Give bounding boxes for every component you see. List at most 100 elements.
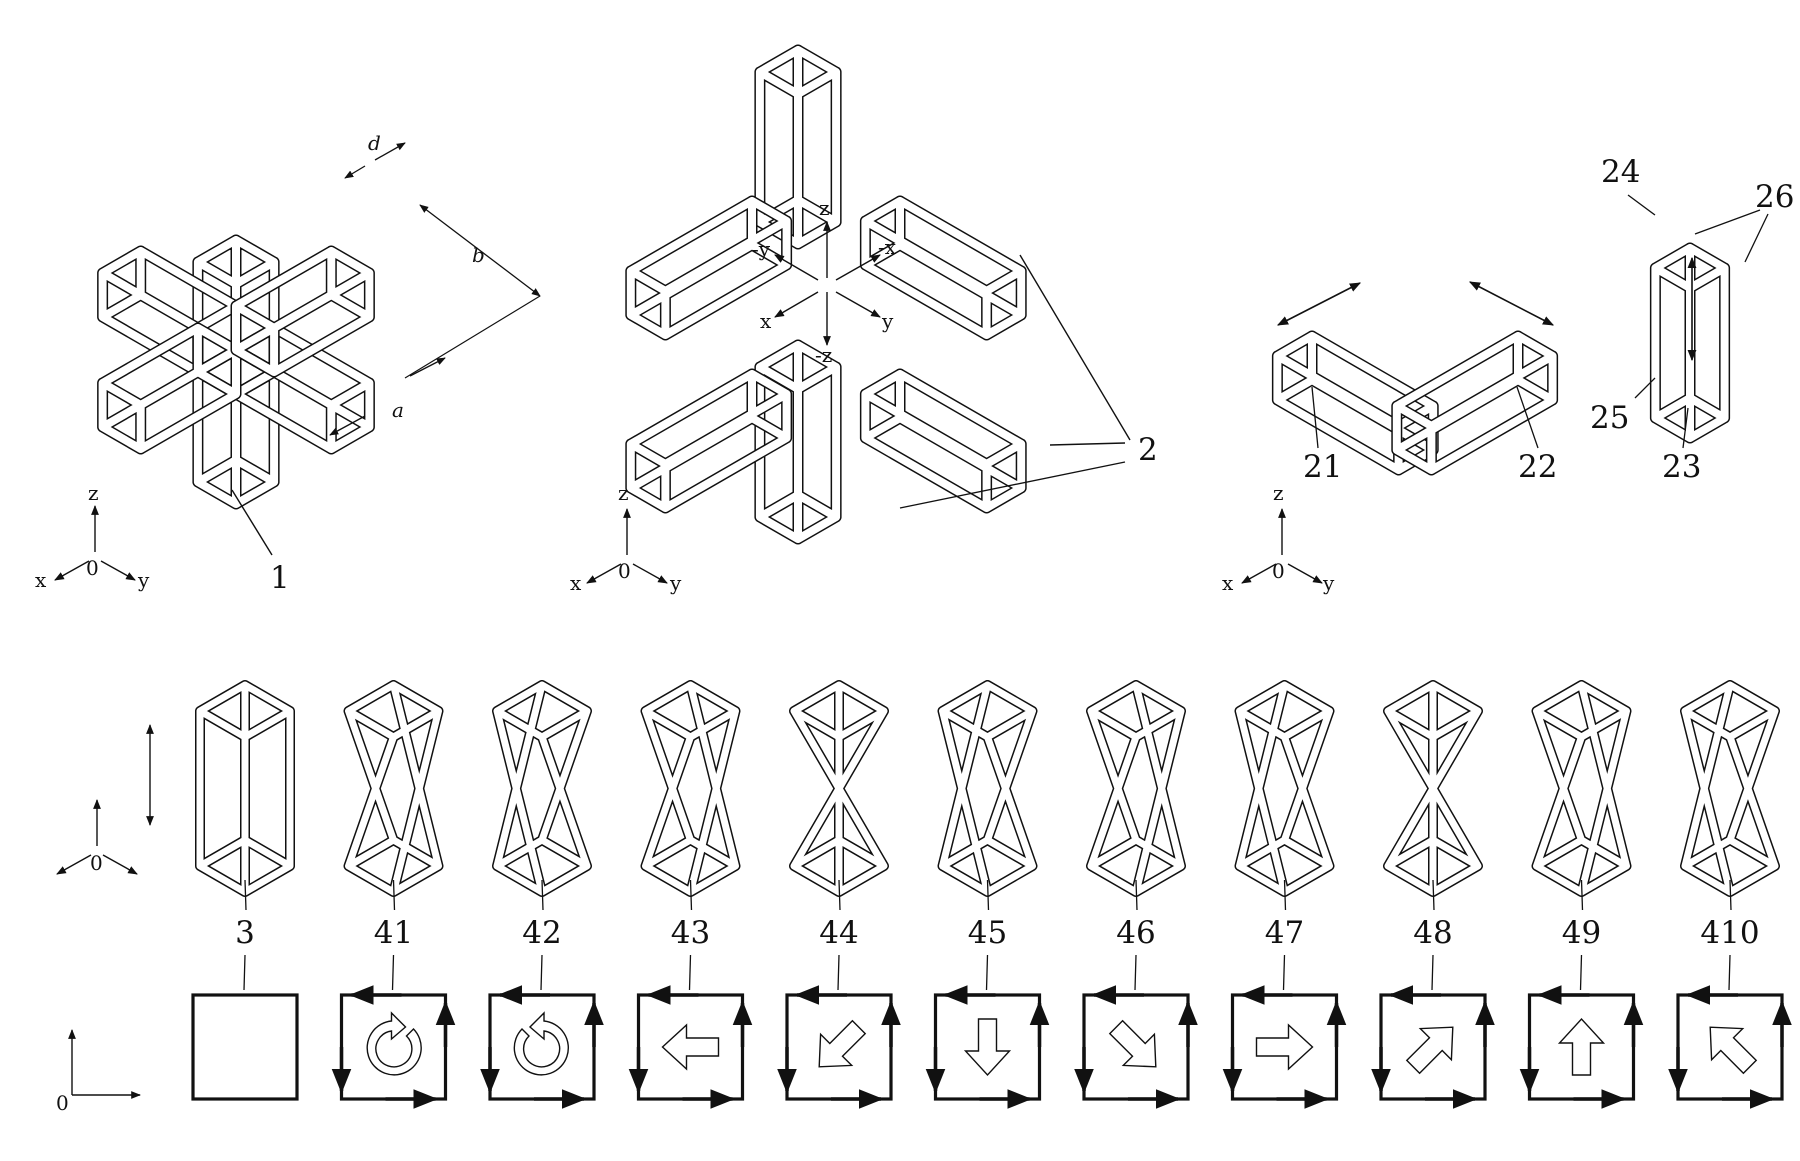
- axis-label-z-center: z: [819, 196, 830, 220]
- arrow-down-right-icon: [1110, 1021, 1156, 1067]
- cell-leader-bottom-42: [541, 955, 542, 990]
- twisted-cell-row: [200, 685, 1775, 892]
- cell-label-45: 45: [968, 915, 1007, 951]
- rotate-ccw-arrow-icon: [367, 1013, 421, 1075]
- direction-square-46: [1084, 995, 1188, 1099]
- dimension-b: b: [405, 205, 540, 378]
- direction-square-49: [1530, 995, 1634, 1099]
- cell-leader-bottom-48: [1432, 955, 1433, 990]
- cell-label-row: 3 41 42 43 44 45 46 47 48 49 410: [235, 880, 1759, 990]
- axis-label-neg-y: -y: [752, 237, 771, 261]
- cell-label-44: 44: [819, 915, 858, 951]
- twisted-cell-49: [1537, 685, 1627, 892]
- axis-label-y-3: y: [1322, 571, 1335, 595]
- dim-label-b: b: [472, 243, 485, 267]
- twisted-cell-410: [1685, 685, 1775, 892]
- unit-cell-assembly: [103, 240, 370, 504]
- label-26: 26: [1755, 179, 1794, 215]
- direction-square-41: [342, 995, 446, 1099]
- box-arrows: [1278, 258, 1692, 360]
- label-25: 25: [1590, 400, 1629, 436]
- cell-label-41: 41: [374, 915, 413, 951]
- twisted-cell-3: [200, 685, 290, 892]
- cell-label-42: 42: [522, 915, 561, 951]
- arrow-up-right-icon: [1407, 1027, 1453, 1073]
- axis-label-x-2: x: [570, 571, 582, 595]
- label-22: 22: [1518, 449, 1557, 485]
- cell-label-43: 43: [671, 915, 710, 951]
- cell-label-410: 410: [1700, 915, 1759, 951]
- direction-square-47: [1233, 995, 1337, 1099]
- twisted-cell-43: [646, 685, 736, 892]
- label-24: 24: [1601, 154, 1640, 190]
- direction-square-45: [936, 995, 1040, 1099]
- dim-label-a: a: [392, 398, 404, 422]
- twisted-cell-45: [943, 685, 1033, 892]
- direction-square-410: [1678, 995, 1782, 1099]
- arrow-down-left-icon: [819, 1021, 865, 1067]
- label-2: 2: [1138, 432, 1158, 468]
- dimension-d: d: [345, 131, 405, 178]
- dim-label-d: d: [368, 131, 381, 155]
- axis-label-neg-z: -z: [815, 343, 832, 367]
- axis-label-y-1: y: [137, 568, 150, 592]
- cell-leader-bottom-47: [1284, 955, 1285, 990]
- cell-label-3: 3: [235, 915, 255, 951]
- label-1: 1: [270, 560, 290, 596]
- axis-label-origin-1: 0: [86, 556, 99, 580]
- label-21: 21: [1303, 449, 1342, 485]
- axis-label-z-1: z: [88, 481, 99, 505]
- individual-boxes: [1277, 248, 1724, 470]
- cross-arm-box-3: [236, 328, 369, 449]
- direction-square-44: [787, 995, 891, 1099]
- axis-label-origin-5: 0: [56, 1091, 69, 1115]
- cell-leader-bottom-410: [1729, 955, 1730, 990]
- cell-label-46: 46: [1116, 915, 1155, 951]
- arrow-left-icon: [663, 1025, 719, 1069]
- box-23: [1655, 248, 1724, 438]
- axis-label-x-1: x: [35, 568, 47, 592]
- axis-label-x-center: x: [760, 309, 772, 333]
- axis-label-origin-2: 0: [618, 559, 631, 583]
- cell-leader-bottom-45: [987, 955, 988, 990]
- direction-square-3: [193, 995, 297, 1099]
- axis-label-origin-3: 0: [1272, 559, 1285, 583]
- cell-leader-bottom-44: [838, 955, 839, 990]
- arrow-up-left-icon: [1710, 1027, 1756, 1073]
- axis-label-y-center: y: [881, 309, 894, 333]
- label-23: 23: [1662, 449, 1701, 485]
- direction-square-42: [490, 995, 594, 1099]
- leader-lines-2: [900, 255, 1130, 508]
- axis-label-z-2: z: [618, 481, 629, 505]
- cross-arm-box-5: [103, 328, 236, 449]
- twisted-cell-47: [1240, 685, 1330, 892]
- twisted-cell-48: [1388, 685, 1478, 892]
- axis-triad-2d: [72, 725, 150, 1095]
- cell-leader-bottom-3: [244, 955, 245, 990]
- twisted-cell-44: [794, 685, 884, 892]
- cell-leader-bottom-46: [1135, 955, 1136, 990]
- arrow-down-icon: [966, 1019, 1010, 1075]
- arrow-up-icon: [1560, 1019, 1604, 1075]
- direction-square-43: [639, 995, 743, 1099]
- twisted-cell-46: [1091, 685, 1181, 892]
- cell-leader-bottom-49: [1581, 955, 1582, 990]
- direction-square-row: [193, 995, 1782, 1099]
- cell-label-48: 48: [1413, 915, 1452, 951]
- cell-label-47: 47: [1265, 915, 1304, 951]
- axis-label-origin-4: 0: [90, 851, 103, 875]
- axis-label-x-3: x: [1222, 571, 1234, 595]
- arrow-right-icon: [1257, 1025, 1313, 1069]
- twisted-cell-42: [497, 685, 587, 892]
- rotate-cw-arrow-icon: [514, 1013, 568, 1075]
- cell-leader-bottom-43: [690, 955, 691, 990]
- axis-label-y-2: y: [669, 571, 682, 595]
- axis-label-neg-x: -x: [878, 235, 897, 259]
- direction-square-48: [1381, 995, 1485, 1099]
- cell-leader-bottom-41: [393, 955, 394, 990]
- twisted-cell-41: [349, 685, 439, 892]
- cell-label-49: 49: [1562, 915, 1601, 951]
- exploded-unit-cells: [631, 50, 1021, 539]
